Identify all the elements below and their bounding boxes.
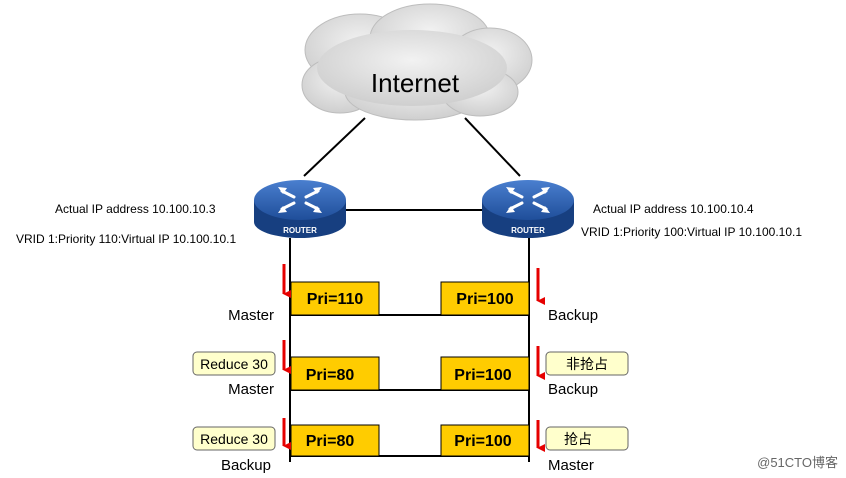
stage-3-right-role: Master [548,457,594,474]
stage-2-left-tag-box [192,351,276,376]
stage-2-left-priority-box [290,356,380,391]
left-vrid: VRID 1:Priority 110:Virtual IP 10.100.10… [16,232,236,246]
internet-label: Internet [371,68,460,98]
stage-2-left-tag: Reduce 30 [200,356,268,372]
stage-2-right-role: Backup [548,381,598,398]
stage-3-left-tag-box [192,426,276,451]
stage-3-left-role: Backup [221,457,271,474]
right-router-icon [482,180,574,238]
link-cloud-left-router [303,117,366,177]
stage-2-left-role: Master [228,381,274,398]
stage-1-right-role: Backup [548,307,598,324]
stage-3-left-priority-box [290,424,380,457]
stage-1-left-priority: Pri=110 [307,291,364,308]
right-vrid: VRID 1:Priority 100:Virtual IP 10.100.10… [581,225,802,239]
stage-2-right-priority: Pri=100 [454,367,511,384]
stage-1-right-priority-box [440,281,530,316]
stage-3-right-tag: 抢占 [564,431,592,447]
stage-1: Pri=110 Pri=100 Master Backup [228,264,598,324]
stage-3-left-priority: Pri=80 [306,433,355,450]
right-router-label: ROUTER [511,226,545,235]
left-actual-ip: Actual IP address 10.100.10.3 [55,202,216,216]
stage-1-right-priority: Pri=100 [456,291,513,308]
stage-3-left-tag: Reduce 30 [200,431,268,447]
stage-3-right-priority-box [440,424,530,457]
internet-cloud-icon [301,3,533,121]
link-cloud-right-router [464,117,521,177]
left-router-label: ROUTER [283,226,317,235]
stage-1-left-role: Master [228,307,274,324]
stage-2-right-priority-box [440,356,530,391]
right-actual-ip: Actual IP address 10.100.10.4 [593,202,754,216]
stage-2-right-tag: 非抢占 [566,356,608,372]
stage-3-right-priority: Pri=100 [454,433,511,450]
left-router-icon [254,180,346,238]
stage-2-left-priority: Pri=80 [306,367,355,384]
stage-3: Pri=80 Pri=100 Reduce 30 抢占 Backup Maste… [192,418,629,474]
stage-3-right-tag-box [545,426,629,451]
stage-2: Pri=80 Pri=100 Reduce 30 非抢占 Master Back… [192,340,629,398]
watermark: @51CTO博客 [757,455,838,470]
stage-1-left-priority-box [290,281,380,316]
stage-2-right-tag-box [545,351,629,376]
